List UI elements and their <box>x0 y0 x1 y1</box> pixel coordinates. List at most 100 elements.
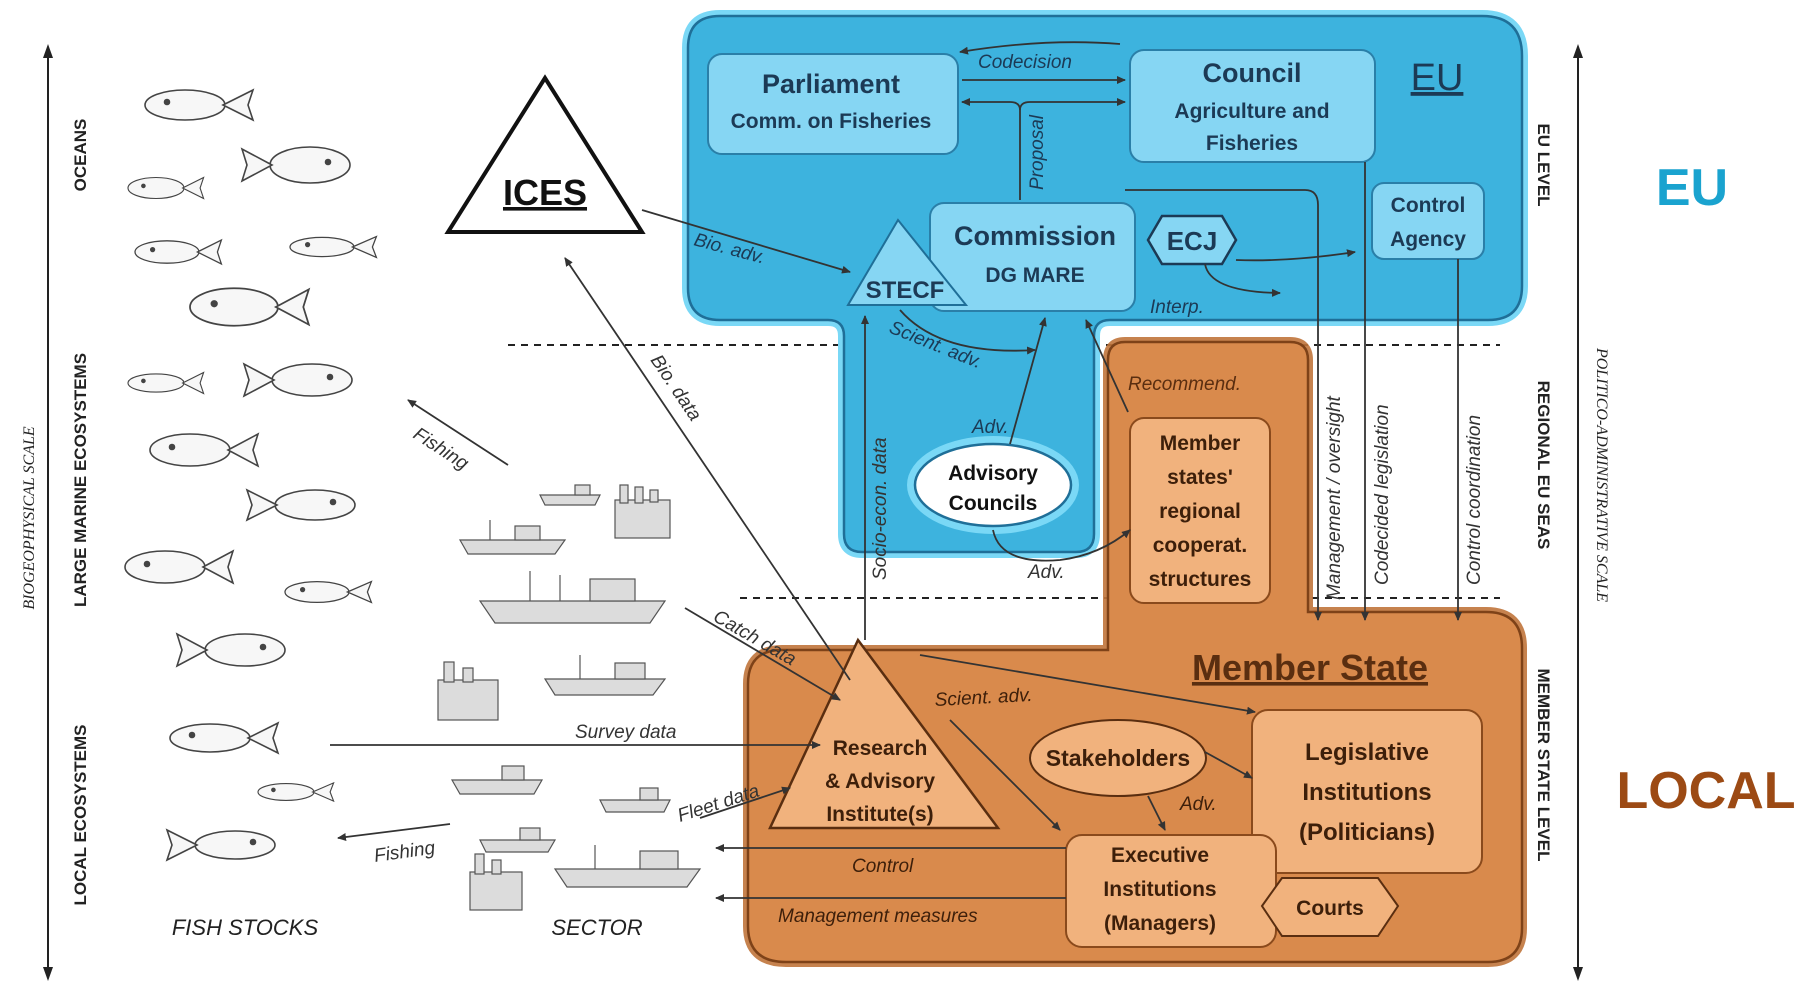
research-scient-adv-ms-arrow <box>919 654 1256 715</box>
local-ecosystems-label: LOCAL ECOSYSTEMS <box>71 724 90 905</box>
regional-label-1: Member <box>1160 432 1241 455</box>
research-label-2: & Advisory <box>825 770 935 793</box>
control-agency-label-2: Agency <box>1390 228 1466 251</box>
fishing-sector-illustration <box>437 484 702 911</box>
regional-label-2: states' <box>1167 466 1233 489</box>
ecj-label: ECJ <box>1167 226 1218 256</box>
fish-icon <box>149 432 260 468</box>
courts-label: Courts <box>1296 897 1364 920</box>
advisory-councils-label-2: Councils <box>949 492 1038 515</box>
fish-icon <box>134 238 223 266</box>
stecf-label: STECF <box>866 277 945 304</box>
fishing-bottom-arrow <box>337 823 451 841</box>
control-agency-label-1: Control <box>1391 194 1466 217</box>
stecf-triangle <box>846 218 969 306</box>
politico-administrative-scale-axis <box>1573 44 1583 981</box>
boat-icon <box>479 827 557 853</box>
boat-icon <box>450 765 544 795</box>
eu-big-label: EU <box>1656 159 1728 217</box>
fish-icon <box>189 287 311 327</box>
fish-icon <box>165 828 276 862</box>
fish-icon <box>127 176 205 200</box>
executive-label-3: (Managers) <box>1104 912 1216 935</box>
bio-data-label: Bio. data <box>646 351 705 425</box>
adv-ac-label: Adv. <box>971 417 1009 438</box>
survey-data-label: Survey data <box>575 722 676 743</box>
council-box <box>1129 49 1376 163</box>
ices-bio-adv-arrow <box>641 209 851 274</box>
boat-icon <box>599 787 671 813</box>
council-sub-label-1: Agriculture and <box>1174 100 1329 123</box>
member-state-level-label: MEMBER STATE LEVEL <box>1534 669 1553 862</box>
fish-icon <box>240 146 351 184</box>
control-agency-box <box>1371 182 1485 260</box>
commission-box <box>929 202 1136 312</box>
stakeholders-legislative-arrow <box>1204 751 1253 779</box>
boat-icon <box>539 484 601 506</box>
fishing-bottom-label: Fishing <box>373 838 437 867</box>
proposal-back-arrow <box>961 98 1021 111</box>
ecj-interp-arrow <box>1204 263 1281 297</box>
commission-label: Commission <box>954 221 1116 251</box>
local-big-label: LOCAL <box>1616 762 1795 820</box>
parliament-sub-label: Comm. on Fisheries <box>731 110 932 133</box>
codecision-return-arrow <box>959 41 1121 55</box>
fishing-top-arrow <box>407 399 509 466</box>
executive-label-2: Institutions <box>1103 878 1216 901</box>
management-measures-label: Management measures <box>778 906 978 927</box>
large-marine-ecosystems-label: LARGE MARINE ECOSYSTEMS <box>71 353 90 607</box>
factory-icon <box>614 484 671 539</box>
research-bio-data-arrow <box>564 257 851 681</box>
regional-label-5: structures <box>1149 568 1252 591</box>
fish-icon <box>245 488 356 522</box>
factory-icon <box>469 853 523 911</box>
proposal-label: Proposal <box>1027 114 1048 190</box>
eu-level-label: EU LEVEL <box>1534 123 1553 206</box>
legislative-box <box>1251 709 1483 874</box>
fleet-data-arrow <box>699 786 791 819</box>
legislative-label-3: (Politicians) <box>1299 819 1435 846</box>
stakeholders-ellipse <box>1029 719 1207 797</box>
council-sub-label-2: Fisheries <box>1206 132 1298 155</box>
ices-triangle <box>444 74 646 234</box>
adv-regional-label: Adv. <box>1027 562 1065 583</box>
interp-label: Interp. <box>1150 297 1204 318</box>
boat-icon <box>543 655 667 696</box>
socio-econ-label: Socio-econ. data <box>870 437 891 580</box>
fish-icon <box>289 235 378 259</box>
regional-recommend-arrow <box>1085 319 1129 413</box>
politico-administrative-scale-label: POLITICO-ADMINISTRATIVE SCALE <box>1593 347 1610 602</box>
fish-icon <box>175 632 286 668</box>
adv-ms-label: Adv. <box>1179 794 1217 815</box>
regional-label-3: regional <box>1159 500 1241 523</box>
codecision-label: Codecision <box>978 52 1072 73</box>
factory-icon <box>437 661 499 721</box>
catch-data-arrow <box>684 607 841 701</box>
fish-icon <box>144 88 255 122</box>
fish-stocks-label: FISH STOCKS <box>172 915 319 940</box>
research-label-1: Research <box>833 737 928 760</box>
fish-icon <box>127 371 205 395</box>
ecj-control-agency-arrow <box>1235 249 1356 262</box>
research-executive-arrow <box>949 719 1061 831</box>
member-state-title: Member State <box>1192 647 1428 688</box>
advisory-regional-arrow <box>992 529 1131 562</box>
parliament-label: Parliament <box>762 69 900 99</box>
boat-icon <box>458 520 567 555</box>
regional-label-4: cooperat. <box>1153 534 1248 557</box>
legislative-label-1: Legislative <box>1305 739 1429 766</box>
biogeophysical-scale-label: BIOGEOPHYSICAL SCALE <box>21 426 38 609</box>
boat-icon <box>553 845 702 888</box>
codecided-legislation-label: Codecided legislation <box>1372 404 1393 585</box>
fish-icon <box>169 721 280 755</box>
management-oversight-arrow <box>1125 189 1322 621</box>
recommend-label: Recommend. <box>1128 374 1241 395</box>
council-label: Council <box>1203 58 1302 88</box>
fish-icon <box>124 549 235 585</box>
ices-label: ICES <box>503 172 587 213</box>
research-label-3: Institute(s) <box>826 803 933 826</box>
advisory-councils-label-1: Advisory <box>948 462 1038 485</box>
stecf-scient-adv-arrow <box>899 309 1036 355</box>
control-coordination-label: Control coordination <box>1464 415 1485 585</box>
